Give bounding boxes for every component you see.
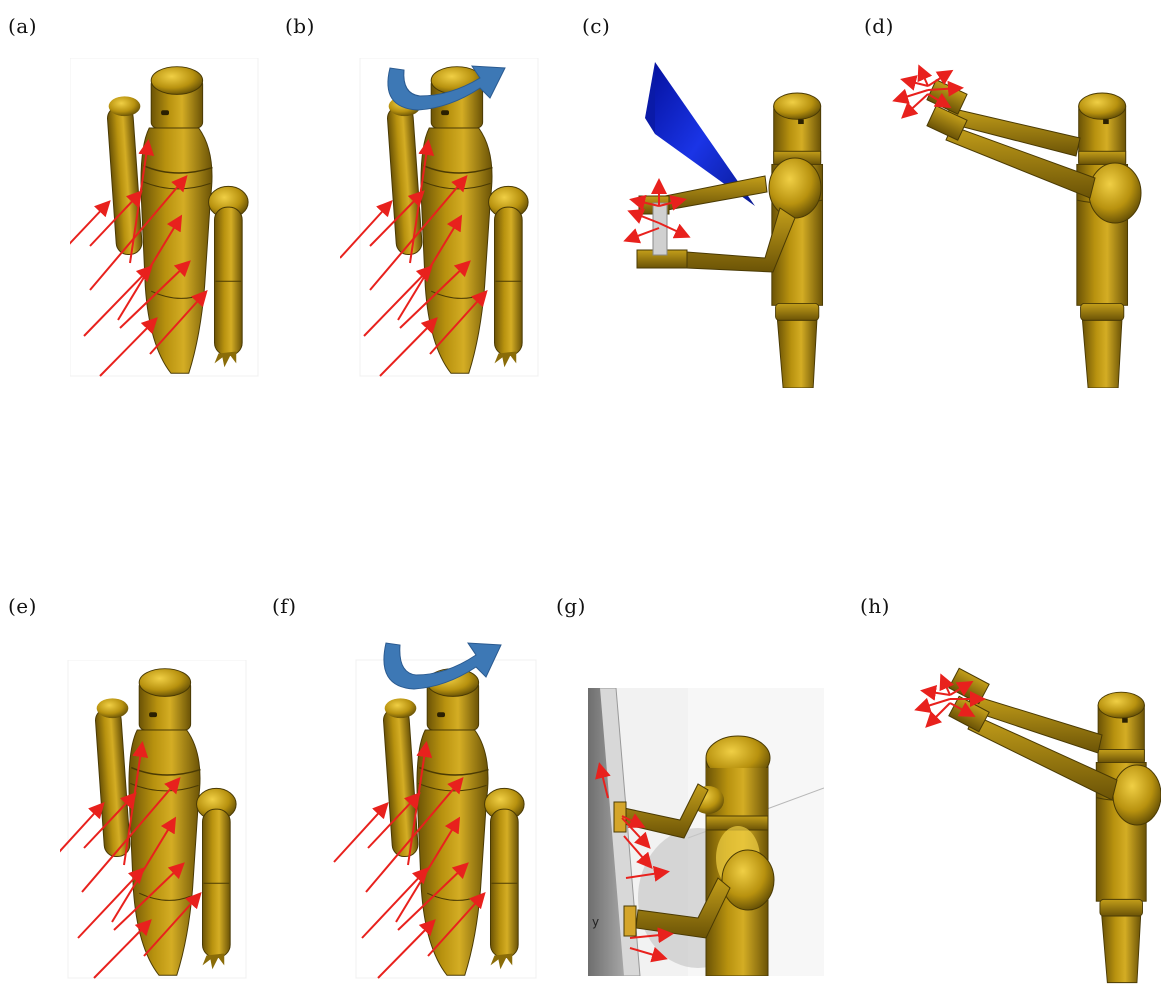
panel-label-e: (e) xyxy=(8,594,37,618)
mannequin-figure xyxy=(340,58,540,378)
panel-g: y xyxy=(588,688,824,976)
mannequin-figure xyxy=(330,625,540,980)
axis-letter: y xyxy=(592,915,599,929)
rotation-arrow-icon xyxy=(384,643,501,689)
mannequin-figure xyxy=(890,58,1150,388)
panel-f xyxy=(330,625,540,980)
panel-label-f: (f) xyxy=(272,594,297,618)
panel-label-g: (g) xyxy=(556,594,586,618)
panel-a xyxy=(70,58,260,378)
wall-scene: y xyxy=(588,688,824,976)
mannequin-figure xyxy=(70,58,260,378)
panel-b xyxy=(340,58,540,378)
panel-label-d: (d) xyxy=(864,14,894,38)
panel-label-h: (h) xyxy=(860,594,890,618)
panel-label-a: (a) xyxy=(8,14,37,38)
panel-label-b: (b) xyxy=(285,14,315,38)
mannequin-figure xyxy=(912,655,1161,985)
mannequin-figure xyxy=(60,660,250,980)
panel-c xyxy=(615,58,845,388)
panel-d xyxy=(890,58,1150,388)
panel-label-c: (c) xyxy=(582,14,610,38)
panel-e xyxy=(60,660,250,980)
panel-h xyxy=(912,655,1161,985)
mannequin-figure xyxy=(615,58,845,388)
